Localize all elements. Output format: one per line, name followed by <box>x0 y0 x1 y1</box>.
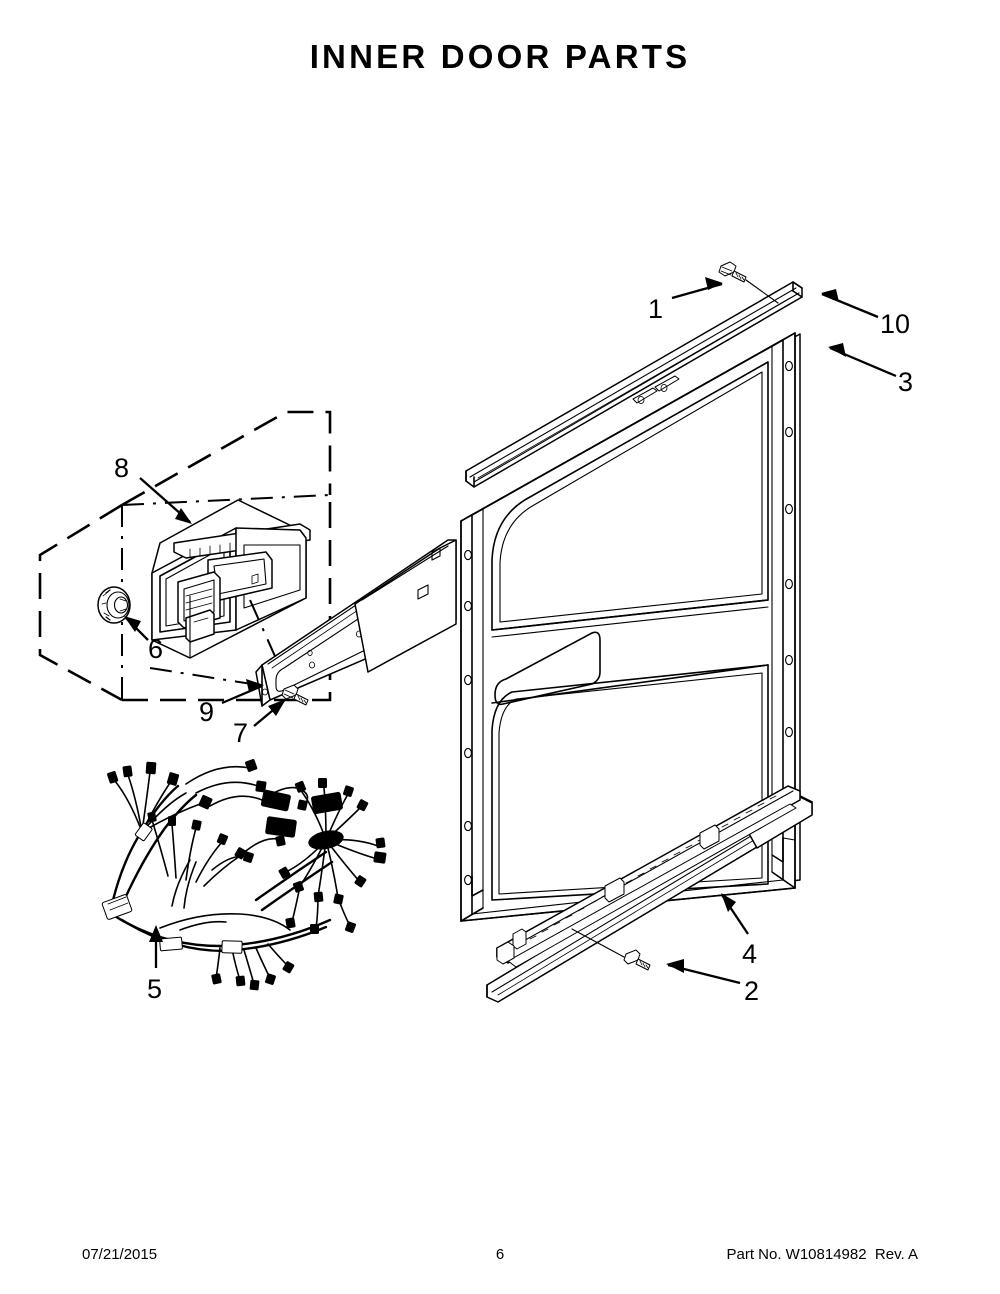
footer-date: 07/21/2015 <box>82 1246 158 1263</box>
callout-8[interactable]: 8 <box>114 453 130 483</box>
rinse-aid-cap-part <box>97 586 131 624</box>
screw-vent-rail-part <box>571 928 651 971</box>
dispenser-bracket-part <box>255 539 457 707</box>
callout-9[interactable]: 9 <box>199 697 215 727</box>
screw-top-trim-part <box>718 261 779 304</box>
callout-3[interactable]: 3 <box>898 367 914 397</box>
callout-7[interactable]: 7 <box>233 718 249 748</box>
footer-page-number: 6 <box>495 1246 505 1263</box>
screw-bracket-part <box>281 684 309 706</box>
callout-4[interactable]: 4 <box>742 939 758 969</box>
dispenser-phantom-box <box>38 410 332 702</box>
callout-6[interactable]: 6 <box>148 634 164 664</box>
leader-lines <box>124 277 897 985</box>
callout-1[interactable]: 1 <box>648 294 664 324</box>
footer-part-number: Part No. W10814982 Rev. A <box>726 1246 919 1263</box>
door-trim-rail-group <box>465 281 803 488</box>
dispenser-assembly-group <box>151 499 311 659</box>
dispenser-centerline <box>249 599 291 691</box>
callout-5[interactable]: 5 <box>147 974 163 1004</box>
page-title: INNER DOOR PARTS <box>309 38 691 75</box>
wire-harness-group <box>101 759 387 991</box>
bottom-vent-rail-group <box>486 785 813 1003</box>
callout-2[interactable]: 2 <box>744 976 760 1006</box>
door-rivets-left <box>464 549 472 886</box>
page-footer: 07/21/2015 6 Part No. W10814982 Rev. A <box>0 1234 1000 1294</box>
callout-10[interactable]: 10 <box>880 309 911 339</box>
